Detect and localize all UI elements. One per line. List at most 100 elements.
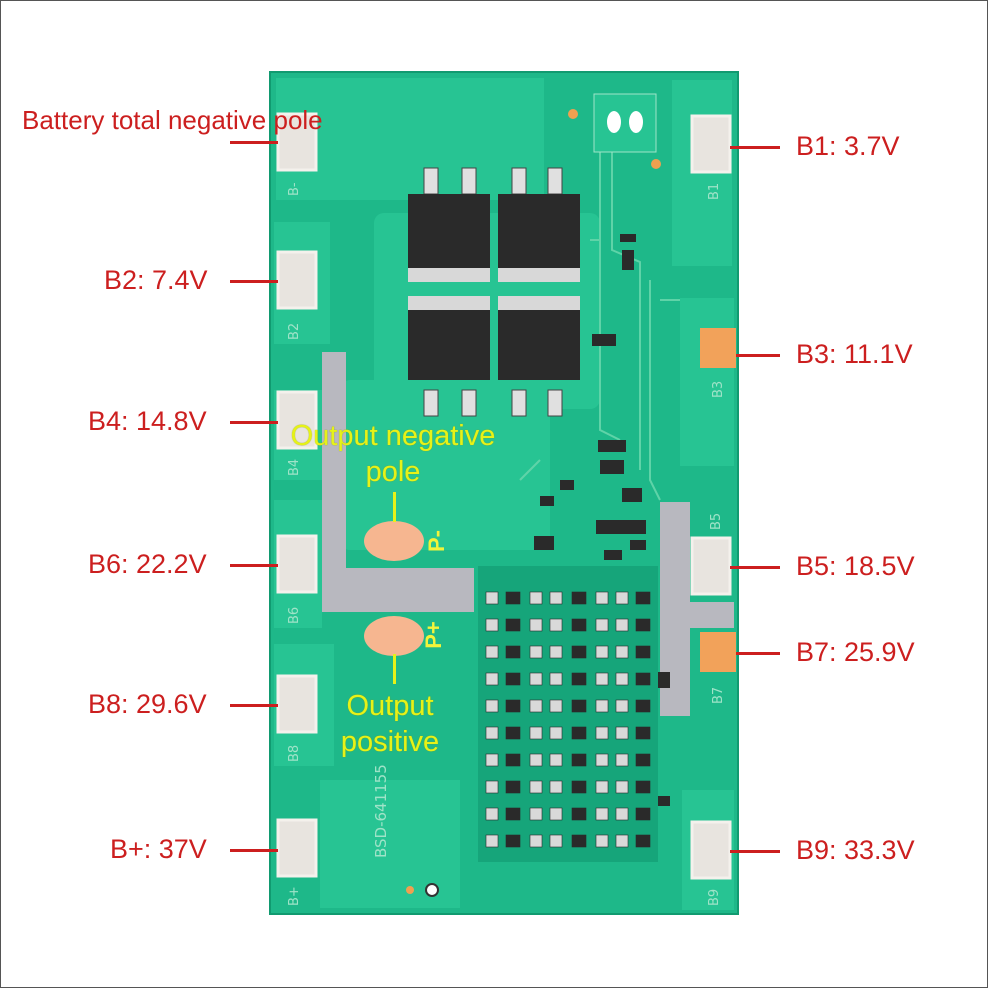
pad-b4 xyxy=(276,390,318,450)
lead-b9 xyxy=(730,850,780,853)
grid-resistor xyxy=(549,780,563,794)
callout-b5: B5: 18.5V xyxy=(796,551,915,581)
pour-output xyxy=(340,380,550,550)
p-plus-label: P+ xyxy=(420,621,446,649)
grid-resistor xyxy=(571,699,587,713)
grid-resistor xyxy=(529,672,543,686)
output-positive-lead xyxy=(393,654,396,684)
grid-resistor xyxy=(549,807,563,821)
grid-resistor xyxy=(529,645,543,659)
grid-resistor xyxy=(635,726,651,740)
grid-resistor xyxy=(549,591,563,605)
callout-b1: B1: 3.7V xyxy=(796,131,900,161)
lead-b1 xyxy=(730,146,780,149)
silk-b-plus: B+ xyxy=(287,886,302,906)
lead-b7 xyxy=(736,652,780,655)
pad-b-minus xyxy=(276,112,318,172)
silk-b-minus: B- xyxy=(287,182,302,196)
grid-resistor xyxy=(571,672,587,686)
callout-b2: B2: 7.4V xyxy=(104,265,208,295)
grid-resistor xyxy=(505,726,521,740)
pour-top-left xyxy=(276,78,544,200)
p-plus-pad xyxy=(364,616,424,656)
grid-resistor xyxy=(485,618,499,632)
grid-resistor xyxy=(505,834,521,848)
callout-b9: B9: 33.3V xyxy=(796,835,915,865)
grid-resistor xyxy=(571,591,587,605)
grid-resistor xyxy=(485,834,499,848)
output-positive-label: Output positive xyxy=(340,690,440,758)
pad-b9 xyxy=(690,820,732,880)
grid-resistor xyxy=(571,780,587,794)
pad-b5 xyxy=(690,536,732,596)
grid-resistor xyxy=(615,807,629,821)
grid-resistor xyxy=(571,807,587,821)
grid-resistor xyxy=(529,726,543,740)
grid-resistor xyxy=(485,672,499,686)
grid-resistor xyxy=(485,591,499,605)
pad-b2 xyxy=(276,250,318,310)
lead-b4 xyxy=(230,421,278,424)
silk-b6: B6 xyxy=(287,607,302,624)
pad-b3 xyxy=(700,328,736,368)
grid-resistor xyxy=(595,699,609,713)
grid-resistor xyxy=(529,591,543,605)
grid-resistor xyxy=(635,645,651,659)
silk-b5: B5 xyxy=(709,513,724,530)
p-minus-pad xyxy=(364,521,424,561)
grid-resistor xyxy=(615,726,629,740)
pad-b7 xyxy=(700,632,736,672)
grid-resistor xyxy=(571,726,587,740)
grid-resistor xyxy=(595,807,609,821)
pad-b-plus xyxy=(276,818,318,878)
grid-resistor xyxy=(549,699,563,713)
callout-b6: B6: 22.2V xyxy=(88,549,207,579)
grid-resistor xyxy=(549,753,563,767)
grid-resistor xyxy=(549,834,563,848)
callout-b4: B4: 14.8V xyxy=(88,406,207,436)
balance-resistor-grid xyxy=(478,566,658,862)
grid-resistor xyxy=(505,591,521,605)
silk-b1: B1 xyxy=(707,183,722,200)
pad-b8 xyxy=(276,674,318,734)
output-negative-lead xyxy=(393,492,396,522)
grid-resistor xyxy=(505,780,521,794)
lead-b8 xyxy=(230,704,278,707)
grid-resistor xyxy=(505,672,521,686)
grid-resistor xyxy=(505,699,521,713)
grid-resistor xyxy=(595,726,609,740)
lead-b5 xyxy=(730,566,780,569)
silk-b2: B2 xyxy=(287,323,302,340)
grid-resistor xyxy=(529,807,543,821)
lead-total-negative xyxy=(230,141,278,144)
grid-resistor xyxy=(635,591,651,605)
grid-resistor xyxy=(485,780,499,794)
grid-resistor xyxy=(595,753,609,767)
top-connector xyxy=(593,93,657,153)
grid-resistor xyxy=(485,726,499,740)
lead-b3 xyxy=(736,354,780,357)
grid-resistor xyxy=(595,591,609,605)
mosfet-array xyxy=(408,167,580,417)
grid-resistor xyxy=(615,645,629,659)
grid-resistor xyxy=(635,753,651,767)
grid-resistor xyxy=(595,780,609,794)
lead-b6 xyxy=(230,564,278,567)
pad-b1 xyxy=(690,114,732,174)
grid-resistor xyxy=(595,618,609,632)
grid-resistor xyxy=(615,591,629,605)
grid-resistor xyxy=(549,726,563,740)
grid-resistor xyxy=(595,834,609,848)
silk-b3: B3 xyxy=(711,381,726,398)
pad-b6 xyxy=(276,534,318,594)
callout-b8: B8: 29.6V xyxy=(88,689,207,719)
grid-resistor xyxy=(615,753,629,767)
grid-resistor xyxy=(615,672,629,686)
callout-b7: B7: 25.9V xyxy=(796,637,915,667)
grid-resistor xyxy=(615,780,629,794)
grid-resistor xyxy=(485,753,499,767)
grid-resistor xyxy=(529,699,543,713)
silk-b9: B9 xyxy=(707,889,722,906)
grid-resistor xyxy=(615,618,629,632)
